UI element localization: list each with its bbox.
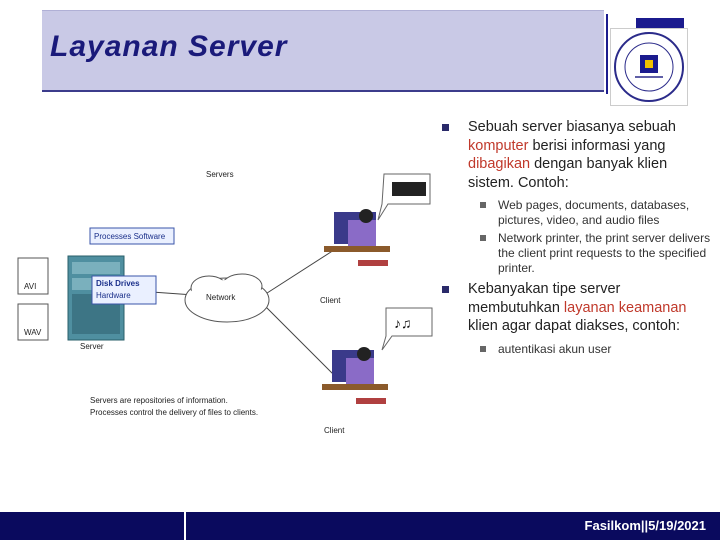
sub-bullet: Network printer, the print server delive… xyxy=(440,231,712,276)
processes-software-label: Processes Software xyxy=(94,232,166,241)
network-cloud-icon xyxy=(184,273,270,323)
bullet-1-highlight-1: komputer xyxy=(468,137,529,154)
bullet-2-highlight-1: layanan xyxy=(563,299,615,316)
server-label: Server xyxy=(80,342,104,351)
processes-software-box xyxy=(89,227,175,245)
sub-bullet: autentikasi akun user xyxy=(440,342,712,357)
decor-line xyxy=(606,14,608,94)
caption-line-1: Servers are repositories of information. xyxy=(90,396,228,405)
hardware-label: Hardware xyxy=(96,291,131,300)
audio-callout-icon: ♪♫ xyxy=(381,307,433,351)
sub-bullet: Web pages, documents, databases, picture… xyxy=(440,198,712,228)
sub-bullet-square-icon xyxy=(480,345,486,352)
avi-file-icon xyxy=(17,257,49,295)
client-bottom-icon xyxy=(322,347,388,404)
bullet-2: Kebanyakan tipe server membutuhkan layan… xyxy=(440,280,712,336)
title-underline xyxy=(42,90,604,92)
bullet-list: Sebuah server biasanya sebuah komputer b… xyxy=(440,118,712,360)
title-band xyxy=(42,10,604,90)
bullet-1-highlight-2: dibagikan xyxy=(468,156,531,172)
avi-label: AVI xyxy=(24,282,37,291)
client-top-icon xyxy=(324,209,390,266)
bullet-2-highlight-2: keamanan xyxy=(618,299,687,316)
network-client-top-link xyxy=(263,249,335,296)
bullet-2-pre: Kebanyakan tipe server membutuhkan xyxy=(468,281,621,316)
university-logo xyxy=(610,28,688,106)
footer-left-block xyxy=(0,512,186,540)
client-bottom-label: Client xyxy=(324,426,345,435)
svg-text:♪♫: ♪♫ xyxy=(394,315,412,331)
bullet-1-pre: Sebuah server biasanya sebuah xyxy=(468,119,676,135)
sub-bullet-text: autentikasi akun user xyxy=(498,341,612,356)
university-seal-icon xyxy=(614,32,684,102)
bullet-1-post: dengan banyak klien sistem. Contoh: xyxy=(468,156,668,191)
bullet-1: Sebuah server biasanya sebuah komputer b… xyxy=(440,118,712,192)
sub-bullet-text: Network printer, the print server delive… xyxy=(498,231,711,275)
sub-bullet-text: Web pages, documents, databases, picture… xyxy=(498,198,690,227)
server-diagram: ♪♫ Servers Processes Software Disk Drive… xyxy=(14,160,440,440)
caption-line-2: Processes control the delivery of files … xyxy=(90,408,259,417)
disk-drives-label: Disk Drives xyxy=(96,279,140,288)
bullet-1-mid: berisi informasi yang xyxy=(528,137,666,154)
bullet-2-post: klien agar dapat diakses, contoh: xyxy=(468,318,680,334)
sub-bullet-square-icon xyxy=(480,235,486,241)
slide-title: Layanan Server xyxy=(50,30,288,63)
video-callout-icon xyxy=(377,173,431,221)
footer-bar: Fasilkom||5/19/2021 xyxy=(0,512,720,540)
client-top-label: Client xyxy=(320,296,341,305)
network-illustration: ♪♫ xyxy=(17,173,433,404)
network-client-bottom-link xyxy=(263,304,335,376)
network-label: Network xyxy=(206,293,236,302)
servers-label: Servers xyxy=(206,170,234,179)
footer-text: Fasilkom||5/19/2021 xyxy=(584,518,706,533)
disk-drives-box xyxy=(91,275,157,305)
wav-file-icon xyxy=(17,303,49,341)
bullet-square-icon xyxy=(442,124,449,131)
sub-bullet-square-icon xyxy=(480,202,486,208)
wav-label: WAV xyxy=(24,328,42,337)
bullet-square-icon xyxy=(442,286,449,293)
